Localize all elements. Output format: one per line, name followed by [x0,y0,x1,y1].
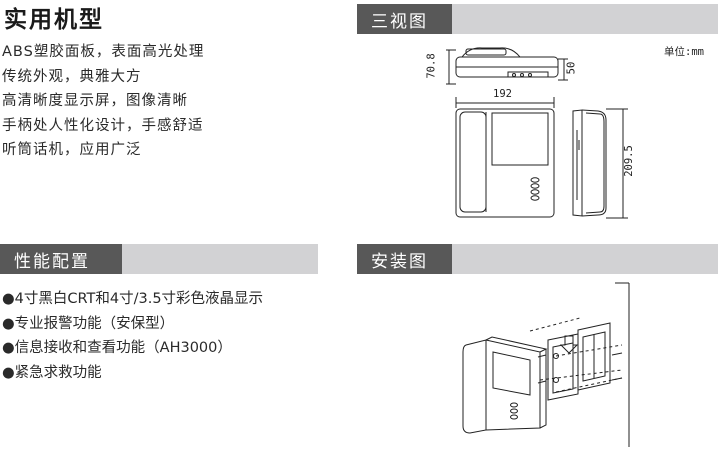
side-view [572,109,607,217]
installation-header-tab: 安装图 [357,244,452,274]
feature-list: ABS塑胶面板，表面高光处理 传统外观，典雅大方 高清晰度显示屏，图像清晰 手柄… [2,40,204,163]
installation-drawing [462,282,630,447]
dimension-depth: 70.8 [425,53,438,79]
feature-item: 手柄处人性化设计，手感舒适 [2,117,204,134]
three-view-header-label: 三视图 [371,11,428,32]
feature-item: 传统外观，典雅大方 [2,68,142,85]
spec-list: ●4寸黑白CRT和4寸/3.5寸彩色液晶显示 ●专业报警功能（安保型） ●信息接… [2,287,263,385]
spec-item: ●紧急求救功能 [2,364,102,381]
feature-item: ABS塑胶面板，表面高光处理 [2,44,205,60]
dimension-height-top: 50 [565,61,578,75]
spec-item: ●专业报警功能（安保型） [2,315,175,332]
dimension-height: 209.5 [622,145,635,177]
front-view [455,108,555,218]
spec-item: ●4寸黑白CRT和4寸/3.5寸彩色液晶显示 [2,291,264,307]
performance-header-tab: 性能配置 [0,244,122,274]
dimension-width: 192 [493,88,512,100]
top-view [455,47,559,78]
three-view-header-tab: 三视图 [357,4,452,34]
product-title: 实用机型 [4,7,104,33]
performance-header-label: 性能配置 [14,251,90,272]
feature-item: 听筒话机，应用广泛 [2,142,142,158]
spec-item: ●信息接收和查看功能（AH3000） [2,340,232,356]
handset-unit-installed [462,336,548,434]
unit-label: 单位:mm [664,46,704,58]
installation-header-label: 安装图 [371,251,428,272]
feature-item: 高清晰度显示屏，图像清晰 [2,93,188,109]
